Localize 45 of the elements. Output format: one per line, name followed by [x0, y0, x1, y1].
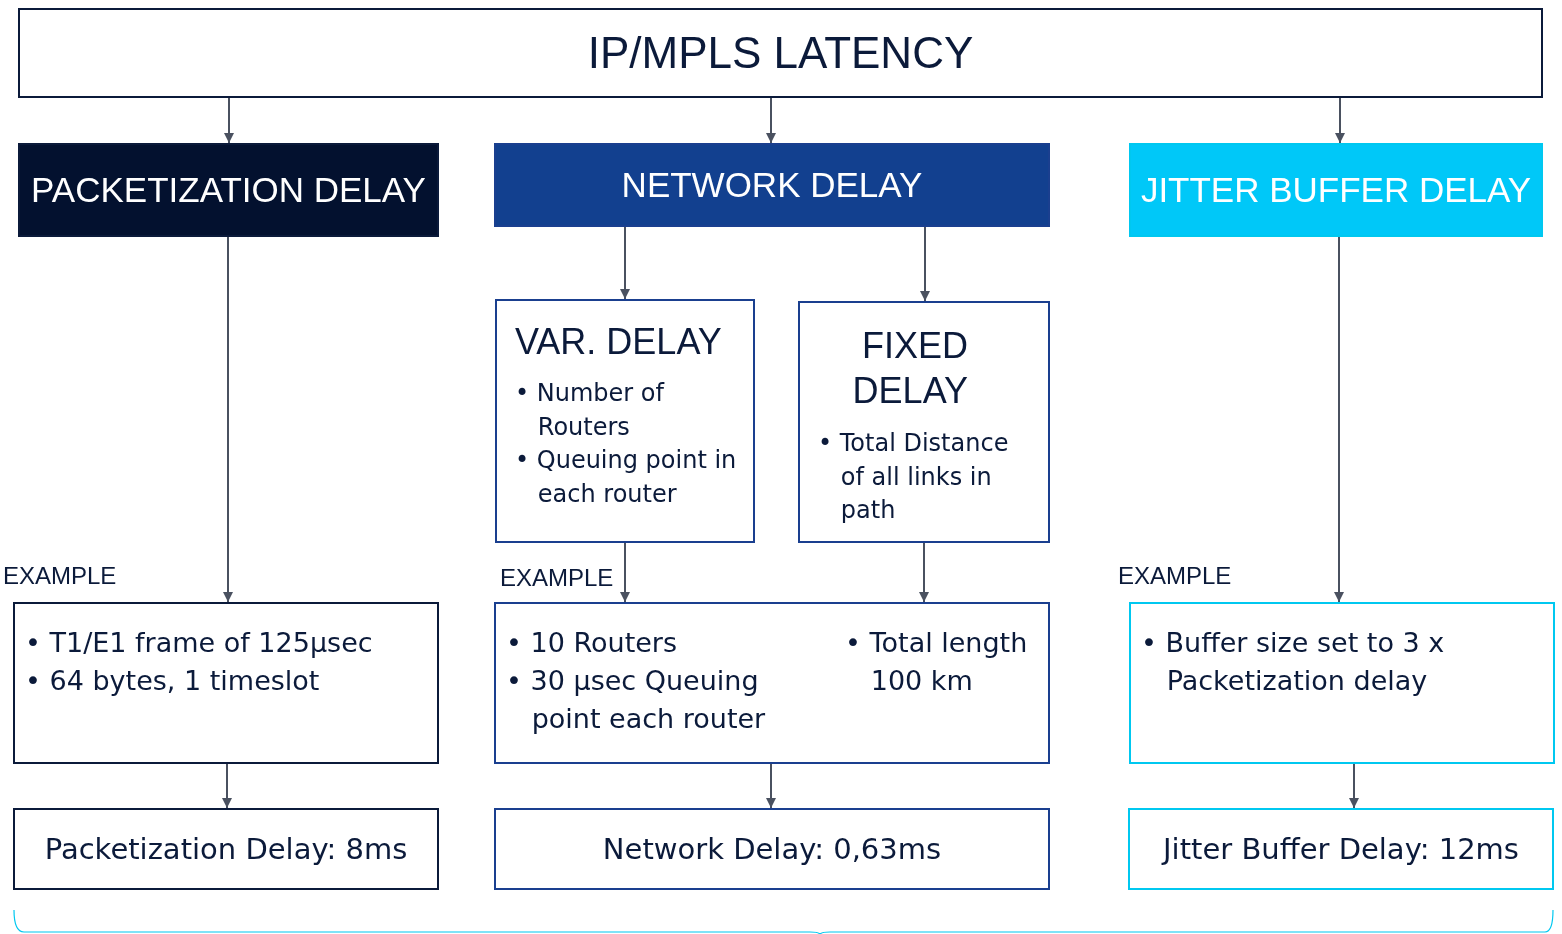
- bullet-item: • Queuing point in each router: [515, 445, 737, 510]
- example-box: [13, 602, 439, 764]
- result-box: [494, 808, 1050, 890]
- category-header: [18, 143, 439, 237]
- bullet-item: • T1/E1 frame of 125µsec: [25, 626, 374, 660]
- arrow: [920, 226, 930, 302]
- title-box: [18, 8, 1543, 98]
- header-label: PACKETIZATION DELAY: [31, 169, 426, 211]
- example-box: [494, 602, 1050, 764]
- bullet-item: • 30 µsec Queuing point each router: [506, 663, 767, 736]
- arrow: [620, 542, 630, 603]
- result-text: Jitter Buffer Delay: 12ms: [1163, 832, 1519, 866]
- category-header: [494, 143, 1050, 227]
- category-header: [1129, 143, 1543, 237]
- example-label: EXAMPLE: [500, 564, 614, 592]
- delay-type-box: [495, 299, 755, 543]
- header-label: NETWORK DELAY: [621, 164, 923, 206]
- example-label: EXAMPLE: [1118, 562, 1232, 590]
- delay-type-box: [798, 301, 1050, 543]
- arrow: [1335, 97, 1345, 144]
- arrow: [224, 97, 234, 144]
- arrow: [766, 763, 776, 809]
- arrow: [919, 542, 929, 603]
- example-box: [1129, 602, 1555, 764]
- result-box: [1128, 808, 1554, 890]
- arrow: [620, 226, 630, 300]
- bullet-item: • Number of Routers: [515, 378, 666, 443]
- title-label: IP/MPLS LATENCY: [587, 28, 974, 78]
- arrow: [223, 236, 233, 603]
- arrow: [222, 763, 232, 809]
- box-heading: FIXED DELAY: [851, 324, 968, 413]
- example-label: EXAMPLE: [3, 562, 117, 590]
- result-text: Packetization Delay: 8ms: [44, 832, 408, 866]
- bullet-item: • Total length 100 km: [845, 626, 1029, 698]
- header-label: JITTER BUFFER DELAY: [1140, 169, 1532, 211]
- bullet-item: • 64 bytes, 1 timeslot: [25, 663, 321, 698]
- result-box: [13, 808, 439, 890]
- bullet-item: • 10 Routers: [506, 626, 678, 660]
- bullet-item: • Buffer size set to 3 x Packetization delay: [1141, 626, 1446, 698]
- arrow: [766, 97, 776, 144]
- arrow: [1349, 763, 1359, 809]
- bullet-item: • Total Distance of all links in path: [818, 428, 1010, 527]
- box-heading: VAR. DELAY: [515, 321, 723, 363]
- arrow: [1334, 236, 1344, 603]
- result-text: Network Delay: 0,63ms: [602, 832, 942, 866]
